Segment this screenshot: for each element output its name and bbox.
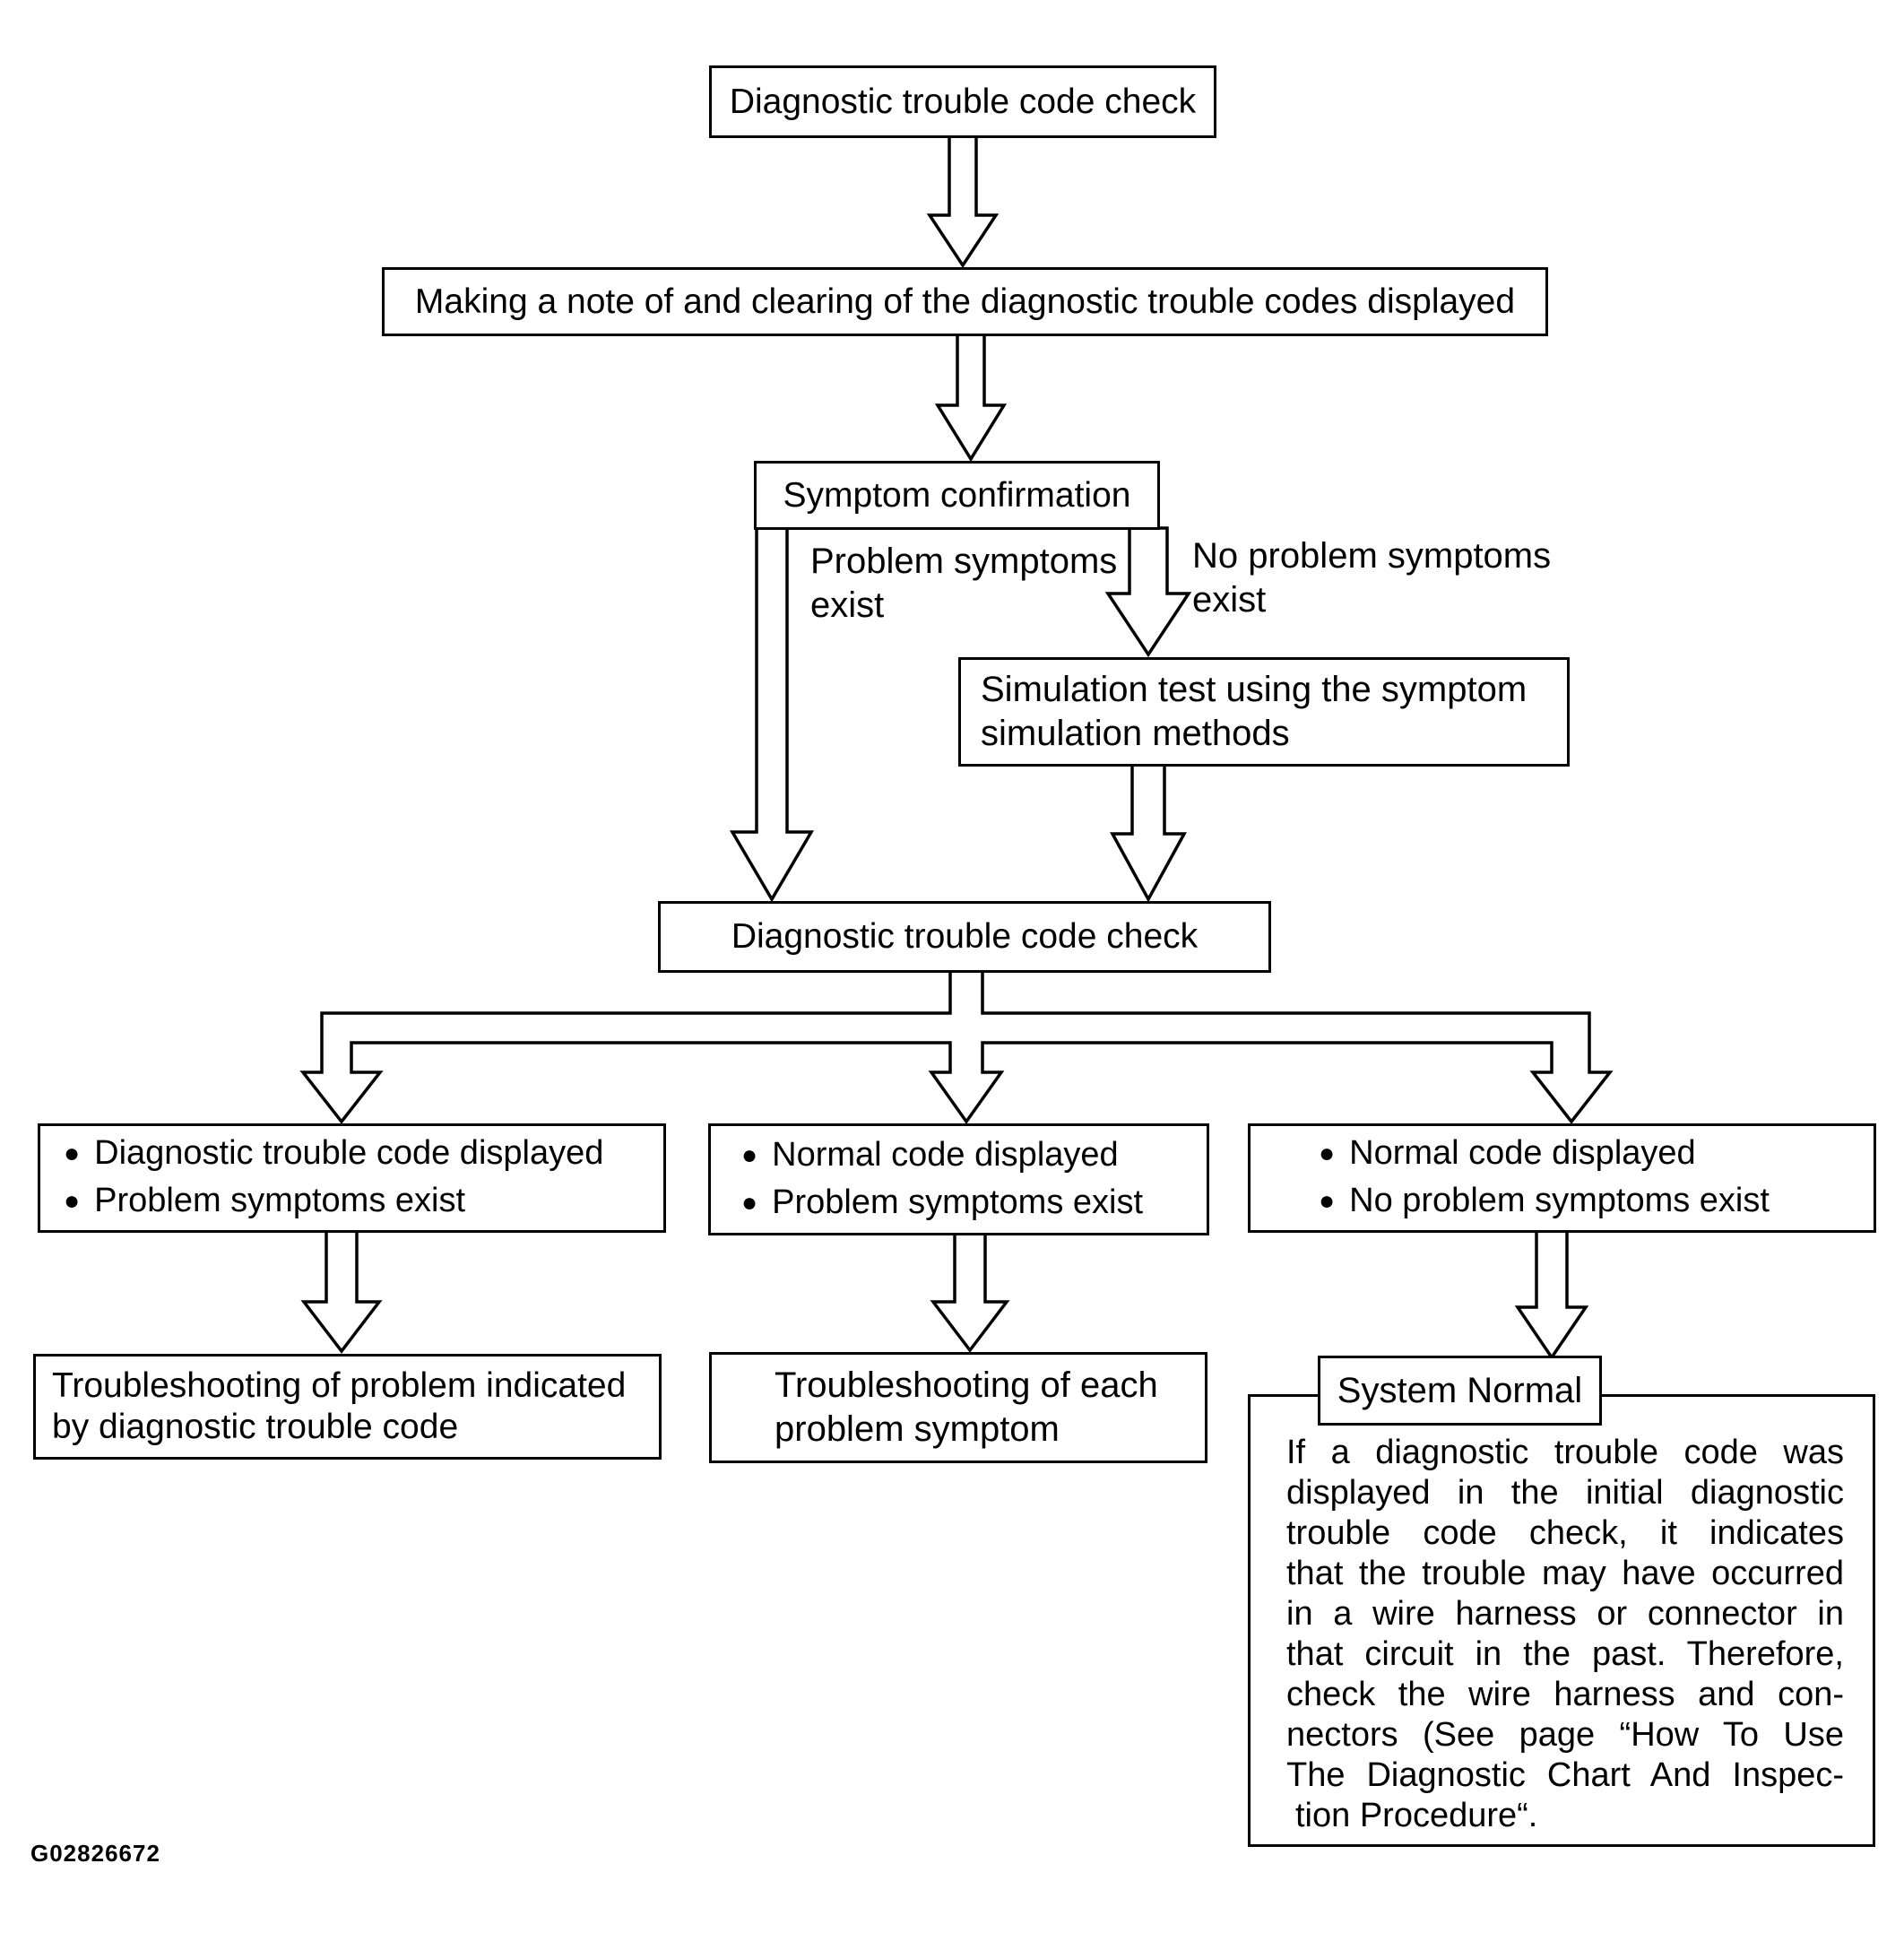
edge-label-line: No problem symptoms [1192, 536, 1552, 576]
bullet-item: ● No problem symptoms exist [1319, 1180, 1874, 1224]
node-note-and-clear: Making a note of and clearing of the dia… [382, 267, 1548, 336]
node-result-normal-code-problem: ● Normal code displayed ● Problem sympto… [708, 1123, 1209, 1235]
flow-arrow-sim-to-dtc2 [1110, 763, 1187, 903]
note-line: tion Procedure“. [1295, 1797, 1538, 1834]
bullet-icon: ● [64, 1186, 81, 1216]
node-troubleshoot-dtc-line2: by diagnostic trouble code [52, 1408, 459, 1446]
note-line: nectors (See page “How To Use [1286, 1716, 1844, 1754]
node-result-normal-code-no-problem: ● Normal code displayed ● No problem sym… [1248, 1123, 1876, 1233]
note-line: If a diagnostic trouble code was [1286, 1434, 1844, 1471]
bullet-item-text: Problem symptoms exist [772, 1183, 1144, 1221]
system-normal-note-paragraph: If a diagnostic trouble code was display… [1286, 1433, 1844, 1836]
node-system-normal: System Normal [1318, 1356, 1602, 1426]
node-troubleshoot-symptom: Troubleshooting of each problem symptom [709, 1352, 1207, 1463]
node-troubleshoot-symptom-line2: problem symptom [775, 1409, 1060, 1449]
bullet-item: ● Normal code displayed [1319, 1132, 1874, 1176]
node-simulation-test-line2: simulation methods [981, 714, 1290, 753]
bullet-item: ● Diagnostic trouble code displayed [64, 1132, 663, 1176]
node-troubleshoot-symptom-line1: Troubleshooting of each [775, 1365, 1158, 1405]
bullet-icon: ● [741, 1187, 758, 1218]
edge-label-line: Problem symptoms [810, 542, 1118, 581]
node-symptom-confirmation-label: Symptom confirmation [783, 475, 1131, 515]
node-dtc-check-initial: Diagnostic trouble code check [709, 65, 1216, 138]
note-line: check the wire harness and con- [1286, 1676, 1844, 1713]
bullet-item: ● Problem symptoms exist [64, 1180, 663, 1224]
note-line: that circuit in the past. Therefore, [1286, 1635, 1844, 1673]
note-line: that the trouble may have occurred [1286, 1555, 1844, 1592]
node-dtc-check-initial-label: Diagnostic trouble code check [729, 82, 1197, 121]
flow-arrow-note-to-symptom [934, 333, 1008, 463]
bullet-icon: ● [1319, 1186, 1336, 1216]
bullet-item-text: No problem symptoms exist [1349, 1182, 1770, 1219]
node-dtc-check-second-label: Diagnostic trouble code check [731, 917, 1199, 956]
bullet-item-text: Problem symptoms exist [94, 1182, 466, 1219]
note-line: trouble code check, it indicates [1286, 1514, 1844, 1552]
node-symptom-confirmation: Symptom confirmation [754, 461, 1160, 530]
bullet-item: ● Problem symptoms exist [741, 1182, 1207, 1226]
node-troubleshoot-dtc-line1: Troubleshooting of problem indicated [52, 1366, 627, 1405]
bullet-item-text: Diagnostic trouble code displayed [94, 1134, 604, 1172]
note-line: displayed in the initial diagnostic [1286, 1474, 1844, 1512]
bullet-item-text: Normal code displayed [772, 1135, 1119, 1174]
branch-connector [299, 969, 1614, 1125]
node-simulation-test-line1: Simulation test using the symptom [981, 670, 1528, 709]
bullet-item-text: Normal code displayed [1349, 1134, 1696, 1172]
flow-arrow-left-to-troubleshoot [300, 1229, 383, 1354]
bullet-icon: ● [741, 1140, 758, 1170]
bullet-item: ● Normal code displayed [741, 1134, 1207, 1178]
edge-label-no-problem-symptoms-exist: No problem symptoms exist [1192, 534, 1551, 622]
node-dtc-check-second: Diagnostic trouble code check [658, 901, 1271, 973]
node-troubleshoot-dtc: Troubleshooting of problem indicated by … [33, 1354, 662, 1460]
bullet-icon: ● [1319, 1139, 1336, 1168]
node-system-normal-label: System Normal [1337, 1371, 1583, 1410]
node-simulation-test: Simulation test using the symptom simula… [958, 657, 1570, 767]
node-result-dtc-displayed: ● Diagnostic trouble code displayed ● Pr… [38, 1123, 666, 1233]
edge-label-problem-symptoms-exist: Problem symptoms exist [810, 540, 1117, 628]
node-system-normal-note: If a diagnostic trouble code was display… [1248, 1394, 1875, 1847]
flow-arrow-right-to-systemnormal [1514, 1229, 1589, 1361]
note-line: in a wire harness or connector in [1286, 1595, 1844, 1633]
flow-arrow-mid-to-troubleshoot [930, 1229, 1010, 1353]
flow-arrow-initial-to-note [926, 134, 1000, 269]
edge-label-line: exist [1192, 580, 1267, 620]
note-line: The Diagnostic Chart And Inspec- [1286, 1756, 1844, 1794]
bullet-icon: ● [64, 1139, 81, 1168]
flow-arrow-noproblem-to-sim [1104, 526, 1192, 658]
edge-label-line: exist [810, 585, 885, 625]
figure-code: G02826672 [30, 1840, 160, 1867]
node-note-and-clear-label: Making a note of and clearing of the dia… [414, 282, 1516, 321]
flow-arrow-problem-to-dtc2 [729, 526, 815, 903]
